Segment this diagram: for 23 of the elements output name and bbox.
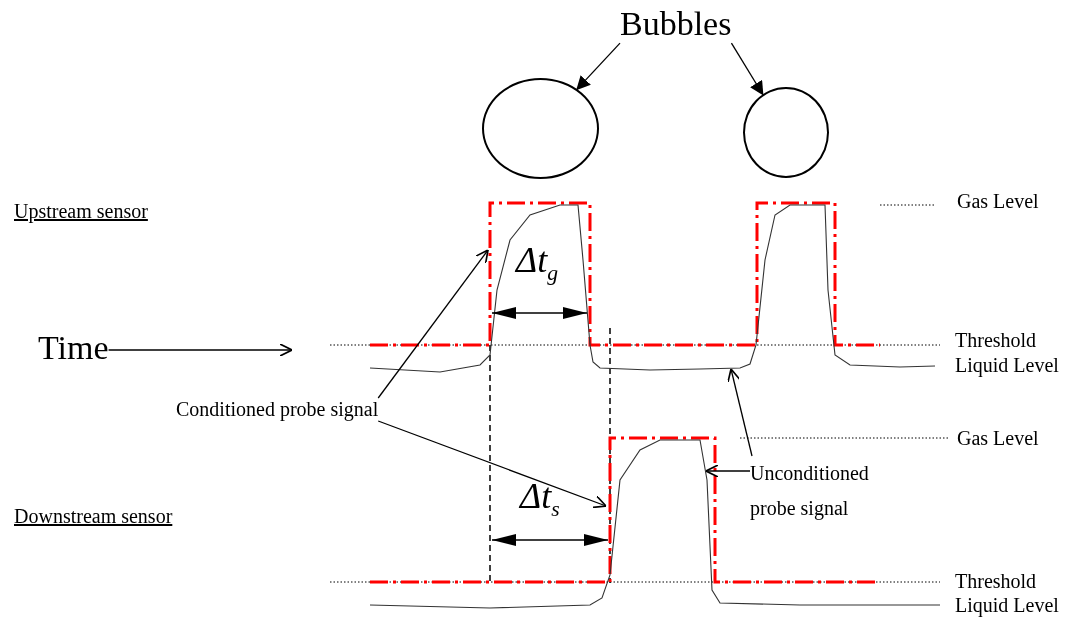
title-text: Bubbles (620, 4, 732, 44)
level-label: Gas Level (957, 190, 1039, 213)
leader-line (705, 464, 751, 478)
leader-line (377, 249, 489, 399)
annotation-text: Conditioned probe signal (176, 398, 379, 421)
annotation-text: Unconditioned probe signal (750, 456, 900, 526)
leader-line (727, 368, 753, 457)
level-label: Threshold (955, 570, 1037, 593)
arrow (576, 42, 621, 91)
bubble-circle (743, 87, 829, 178)
level-label: Liquid Level (955, 594, 1059, 617)
interval-label: Δt$_{g}$ (516, 240, 558, 286)
axis-label: Time (38, 328, 109, 368)
sensor-label: Upstream sensor (14, 200, 148, 223)
bubble-circle (482, 78, 599, 179)
leader-line (377, 420, 607, 509)
arrow (730, 42, 764, 96)
level-label: Liquid Level (955, 354, 1059, 377)
level-label: Threshold (955, 329, 1037, 352)
sensor-label: Downstream sensor (14, 505, 173, 528)
arrow (107, 343, 293, 357)
level-label: Gas Level (957, 427, 1039, 450)
interval-label: Δt$_{s}$ (520, 476, 560, 522)
